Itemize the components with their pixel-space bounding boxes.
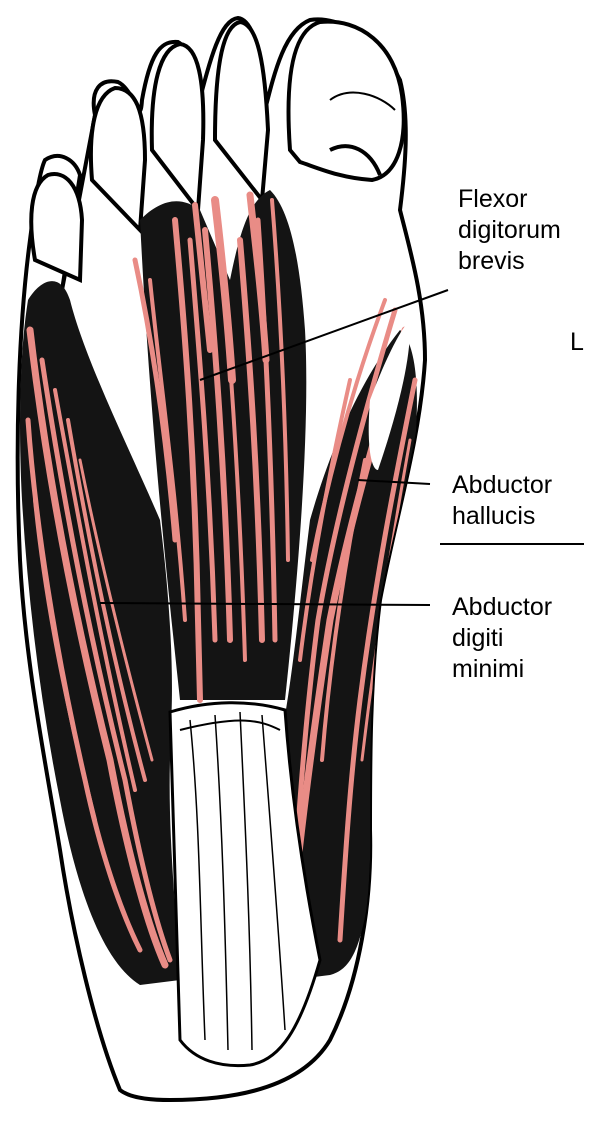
label-line: Flexor bbox=[458, 184, 561, 215]
side-marker: L bbox=[570, 327, 584, 358]
label-abductor-digiti-minimi: Abductor digiti minimi bbox=[452, 592, 552, 685]
label-line: digitorum bbox=[458, 215, 561, 246]
label-line: digiti bbox=[452, 623, 552, 654]
label-line: minimi bbox=[452, 654, 552, 685]
side-marker-text: L bbox=[570, 327, 584, 358]
label-line: brevis bbox=[458, 246, 561, 277]
label-flexor-digitorum-brevis: Flexor digitorum brevis bbox=[458, 184, 561, 277]
label-line: hallucis bbox=[452, 501, 552, 532]
label-abductor-hallucis: Abductor hallucis bbox=[452, 470, 552, 532]
great-toe bbox=[289, 22, 404, 180]
label-line: Abductor bbox=[452, 592, 552, 623]
label-line: Abductor bbox=[452, 470, 552, 501]
